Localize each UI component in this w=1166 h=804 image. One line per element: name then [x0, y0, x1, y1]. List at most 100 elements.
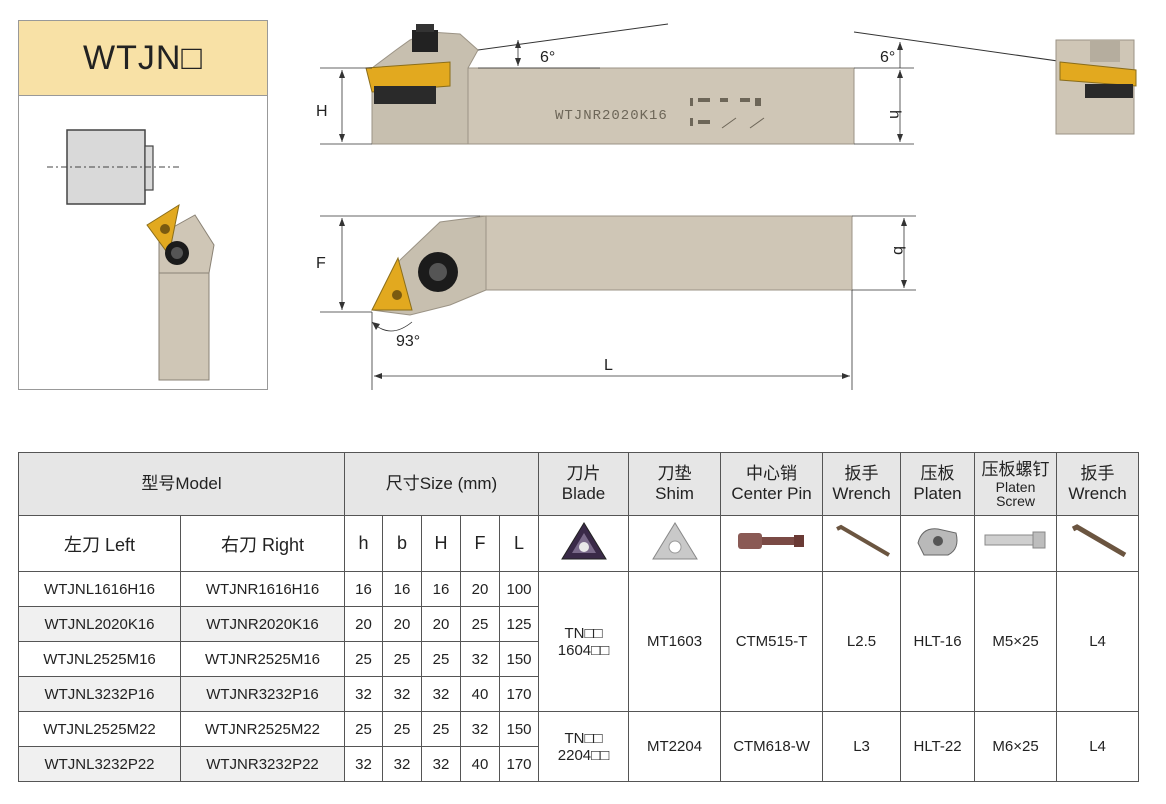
cell-left-model: WTJNL3232P16: [18, 676, 181, 712]
cell-platen: HLT-22: [900, 711, 976, 782]
cell-F: 32: [460, 711, 500, 747]
cell-h: 25: [344, 641, 383, 677]
cell-F: 25: [460, 606, 500, 642]
wrench-icon-1: [822, 515, 902, 572]
cell-left-model: WTJNL2525M16: [18, 641, 181, 677]
cell-h: 20: [344, 606, 383, 642]
cell-left-model: WTJNL2020K16: [18, 606, 181, 642]
cell-H: 32: [421, 746, 461, 782]
label-F: F: [316, 255, 326, 272]
label-b: b: [890, 246, 907, 255]
size-header: 尺寸Size (mm): [343, 452, 540, 516]
label-H: H: [316, 103, 328, 120]
label-L: L: [604, 357, 613, 374]
cell-H: 20: [421, 606, 461, 642]
cell-b: 16: [382, 571, 422, 607]
wrench-icon-2: [1056, 515, 1140, 572]
cell-F: 20: [460, 571, 500, 607]
cell-platen: HLT-16: [900, 571, 976, 712]
cell-platen-screw: M6×25: [974, 711, 1058, 782]
table-row: WTJNL2525M22 WTJNR2525M22 25 25 25 32 15…: [18, 711, 1140, 782]
angle-93: 93°: [396, 333, 420, 350]
center-pin-icon: [720, 515, 824, 572]
cell-wrench-1: L2.5: [822, 571, 902, 712]
left-header: 左刀 Left: [18, 515, 181, 572]
top-view: F b 93° L: [316, 215, 916, 390]
table-row: WTJNL3232P22 WTJNR3232P22 32 32 32 40 17…: [18, 746, 1139, 782]
cell-b: 32: [382, 676, 422, 712]
title-box: WTJN□: [18, 20, 268, 390]
cell-shim: MT1603: [628, 571, 722, 712]
shim-icon: [628, 515, 722, 572]
shank-marking: WTJNR2020K16: [555, 108, 668, 124]
cell-L: 125: [498, 606, 540, 642]
cell-center-pin: CTM515-T: [720, 571, 824, 712]
cell-right-model: WTJNR2020K16: [180, 606, 345, 642]
cell-wrench-2: L4: [1056, 711, 1140, 782]
angle-6-left: 6°: [540, 49, 555, 66]
cell-blade: TN□□1604□□: [538, 571, 630, 712]
cell-F: 32: [460, 641, 500, 677]
cell-F: 40: [460, 676, 500, 712]
header-row-2: 左刀 Left 右刀 Right h b H F L: [18, 515, 1140, 572]
table-row: WTJNL2020K16 WTJNR2020K16 20 20 20 25 12…: [18, 606, 1139, 642]
cell-H: 25: [421, 711, 461, 747]
cell-right-model: WTJNR3232P16: [180, 676, 345, 712]
label-h: h: [886, 110, 903, 119]
H-header: H: [421, 515, 461, 572]
L-header: L: [498, 515, 540, 572]
cell-F: 40: [460, 746, 500, 782]
angle-6-right: 6°: [880, 49, 895, 66]
cell-H: 32: [421, 676, 461, 712]
tool-position-illustration: [47, 129, 215, 381]
cell-b: 32: [382, 746, 422, 782]
cell-h: 16: [344, 571, 383, 607]
cell-left-model: WTJNL3232P22: [18, 746, 181, 782]
cell-L: 170: [498, 676, 540, 712]
cell-b: 20: [382, 606, 422, 642]
cell-h: 25: [344, 711, 383, 747]
cell-blade: TN□□2204□□: [538, 711, 630, 782]
b-header: b: [382, 515, 422, 572]
table-row: WTJNL3232P16 WTJNR3232P16 32 32 32 40 17…: [18, 676, 1139, 712]
cell-L: 100: [498, 571, 540, 607]
cell-left-model: WTJNL2525M22: [18, 711, 181, 747]
cell-b: 25: [382, 711, 422, 747]
cell-right-model: WTJNR1616H16: [180, 571, 345, 607]
side-view: WTJNR2020K16 6° H h 6°: [316, 23, 1136, 145]
cell-b: 25: [382, 641, 422, 677]
cell-wrench-1: L3: [822, 711, 902, 782]
h-header: h: [344, 515, 383, 572]
cell-L: 170: [498, 746, 540, 782]
end-view: [1055, 39, 1137, 135]
cell-platen-screw: M5×25: [974, 571, 1058, 712]
model-header: 型号Model: [18, 452, 345, 516]
cell-L: 150: [498, 711, 540, 747]
cell-h: 32: [344, 746, 383, 782]
blade-icon: [538, 515, 630, 572]
cell-h: 32: [344, 676, 383, 712]
cell-wrench-2: L4: [1056, 571, 1140, 712]
cell-right-model: WTJNR2525M16: [180, 641, 345, 677]
cell-left-model: WTJNL1616H16: [18, 571, 181, 607]
platen-screw-icon: [974, 515, 1058, 572]
cell-shim: MT2204: [628, 711, 722, 782]
table-row: WTJNL1616H16 WTJNR1616H16 16 16 16 20 10…: [18, 571, 1140, 712]
cell-L: 150: [498, 641, 540, 677]
cell-right-model: WTJNR2525M22: [180, 711, 345, 747]
platen-icon: [900, 515, 976, 572]
cell-right-model: WTJNR3232P22: [180, 746, 345, 782]
F-header: F: [460, 515, 500, 572]
model-title: WTJN□: [19, 21, 267, 96]
cell-center-pin: CTM618-W: [720, 711, 824, 782]
dimension-diagram: WTJNR2020K16 6° H h 6°: [316, 23, 1137, 390]
right-header: 右刀 Right: [180, 515, 345, 572]
